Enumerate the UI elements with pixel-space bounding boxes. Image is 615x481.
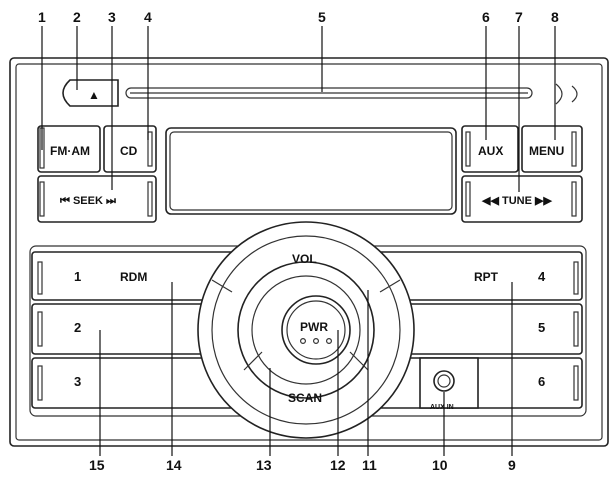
fm-am-button[interactable]: FM·AM xyxy=(37,125,101,173)
fm-am-label: FM·AM xyxy=(50,144,90,158)
callout-13: 13 xyxy=(256,457,272,473)
preset-1-button[interactable]: 1 RDM xyxy=(31,251,245,301)
leader-lines xyxy=(41,26,556,456)
scan-label: SCAN xyxy=(288,391,322,405)
preset-2-label: 2 xyxy=(74,320,81,335)
display-screen xyxy=(165,127,457,215)
vol-label: VOL xyxy=(292,252,317,266)
tune-button[interactable]: ◀◀ TUNE ▶▶ xyxy=(461,175,583,223)
callout-7: 7 xyxy=(515,9,523,25)
faceplate-inner xyxy=(15,63,603,441)
callout-6: 6 xyxy=(482,9,490,25)
callout-14: 14 xyxy=(166,457,182,473)
callout-4: 4 xyxy=(144,9,152,25)
callout-10: 10 xyxy=(432,457,448,473)
aux-in-label: AUX IN xyxy=(430,404,454,411)
callout-2: 2 xyxy=(73,9,81,25)
preset-5-button[interactable]: 5 xyxy=(371,303,583,355)
power-button[interactable]: PWR xyxy=(281,295,351,365)
cd-slot[interactable] xyxy=(125,87,533,99)
callout-3: 3 xyxy=(108,9,116,25)
rpt-label: RPT xyxy=(474,270,499,284)
preset-3-label: 3 xyxy=(74,374,81,389)
callout-9: 9 xyxy=(508,457,516,473)
callout-1: 1 xyxy=(38,9,46,25)
cd-label: CD xyxy=(120,144,138,158)
aux-button[interactable]: AUX xyxy=(461,125,519,173)
preset-4-label: 4 xyxy=(538,269,546,284)
preset-6-label: 6 xyxy=(538,374,545,389)
menu-button[interactable]: MENU xyxy=(521,125,583,173)
menu-label: MENU xyxy=(529,144,564,158)
preset-1-label: 1 xyxy=(74,269,81,284)
callout-8: 8 xyxy=(551,9,559,25)
callout-15: 15 xyxy=(89,457,105,473)
seek-button[interactable]: ⏮ SEEK ⏭ xyxy=(37,175,157,223)
eject-button[interactable]: ▲ xyxy=(62,79,119,107)
eject-icon: ▲ xyxy=(88,88,100,102)
pwr-label: PWR xyxy=(300,320,328,334)
callout-12: 12 xyxy=(330,457,346,473)
seek-label: ⏮ SEEK ⏭ xyxy=(60,195,116,207)
aux-in-jack[interactable]: AUX IN xyxy=(419,357,479,411)
tune-label: ◀◀ TUNE ▶▶ xyxy=(481,195,552,207)
preset-5-label: 5 xyxy=(538,320,545,335)
cd-button[interactable]: CD xyxy=(103,125,157,173)
aux-label: AUX xyxy=(478,144,503,158)
rdm-label: RDM xyxy=(120,270,147,284)
callout-5: 5 xyxy=(318,9,326,25)
preset-4-button[interactable]: RPT 4 xyxy=(371,251,583,301)
callout-11: 11 xyxy=(362,457,377,473)
